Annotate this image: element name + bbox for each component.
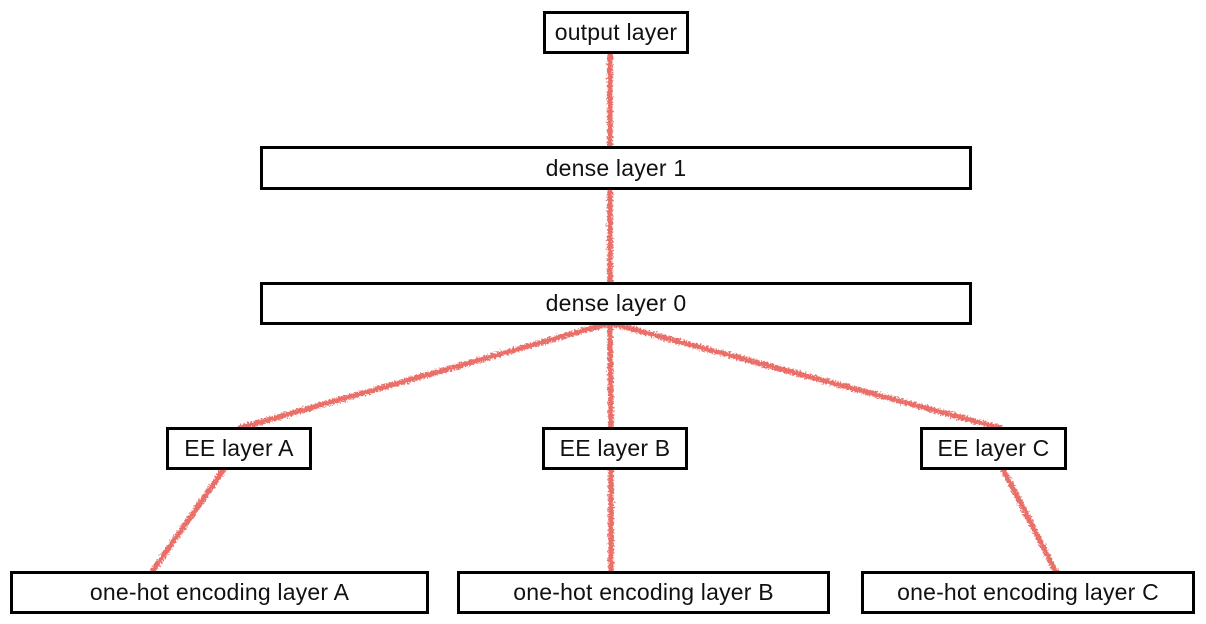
edge-dense0-ee-a xyxy=(237,320,613,431)
node-onehot-layer-a-label: one-hot encoding layer A xyxy=(89,579,350,605)
node-ee-layer-a-label: EE layer A xyxy=(184,435,294,461)
node-onehot-layer-c-label: one-hot encoding layer C xyxy=(897,579,1159,605)
edge-dense0-ee-b xyxy=(607,320,614,431)
edge-ee-a-onehot-a xyxy=(149,466,227,575)
node-output-layer-label: output layer xyxy=(554,19,678,45)
edge-ee-c-onehot-c xyxy=(1000,466,1059,575)
node-ee-layer-b: EE layer B xyxy=(542,427,688,470)
node-dense-layer-0: dense layer 0 xyxy=(260,282,972,325)
node-onehot-layer-a: one-hot encoding layer A xyxy=(10,571,429,614)
edge-dense0-ee-c xyxy=(607,320,1003,431)
node-ee-layer-a: EE layer A xyxy=(166,427,312,470)
node-ee-layer-c: EE layer C xyxy=(920,427,1067,470)
node-onehot-layer-b-label: one-hot encoding layer B xyxy=(513,579,774,605)
node-ee-layer-c-label: EE layer C xyxy=(937,435,1050,461)
node-dense-layer-1-label: dense layer 1 xyxy=(545,154,687,181)
node-dense-layer-0-label: dense layer 0 xyxy=(545,290,687,316)
node-onehot-layer-c: one-hot encoding layer C xyxy=(861,571,1195,614)
node-onehot-layer-b: one-hot encoding layer B xyxy=(457,571,830,614)
node-output-layer: output layer xyxy=(543,11,689,54)
node-dense-layer-1: dense layer 1 xyxy=(260,146,972,190)
node-ee-layer-b-label: EE layer B xyxy=(559,435,671,461)
